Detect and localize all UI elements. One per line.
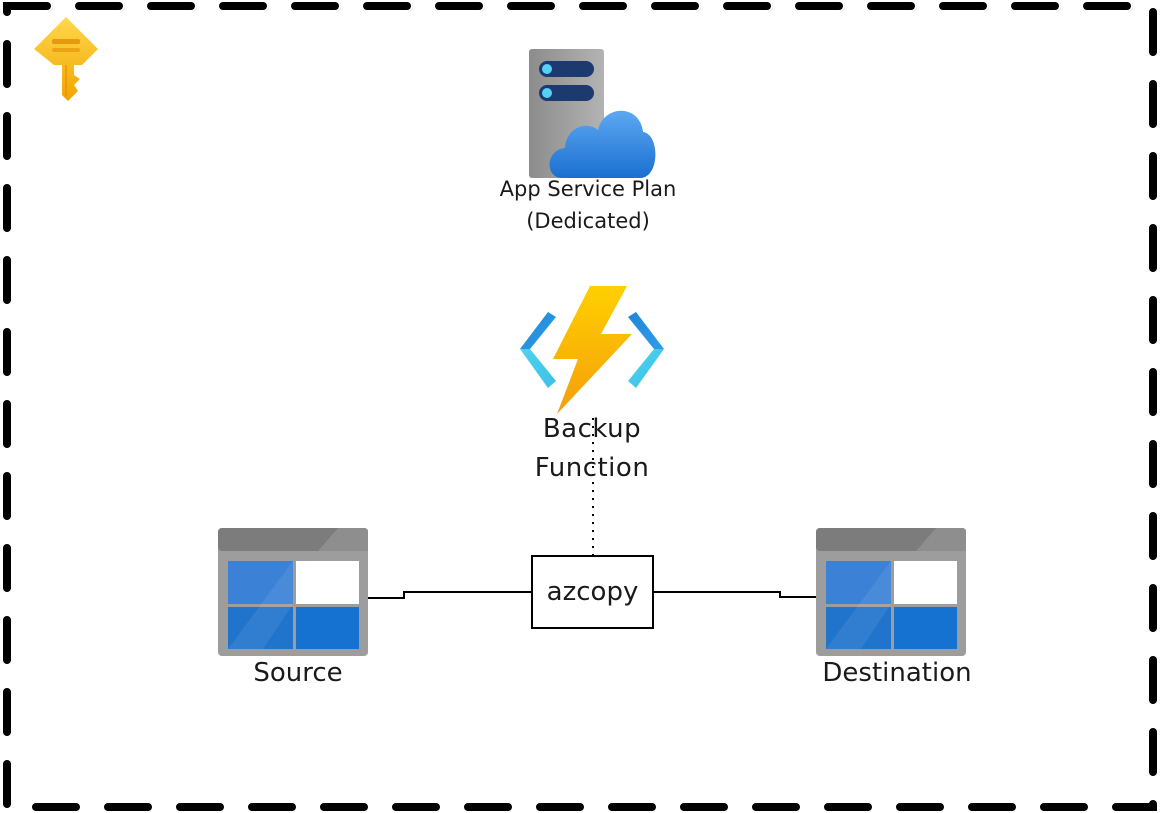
function-app-icon bbox=[520, 286, 664, 414]
destination-label: Destination bbox=[822, 658, 972, 688]
edge-source-to-azcopy bbox=[368, 591, 532, 599]
app-service-plan-label-line-2: (Dedicated) bbox=[526, 209, 650, 233]
backup-function-label: Backup Function bbox=[492, 410, 692, 488]
destination-storage-icon bbox=[816, 528, 966, 656]
azcopy-label: azcopy bbox=[546, 577, 639, 607]
app-service-plan-label: App Service Plan (Dedicated) bbox=[468, 173, 708, 237]
source-storage-icon bbox=[218, 528, 368, 656]
app-service-plan-icon bbox=[529, 49, 656, 178]
backup-function-label-line-1: Backup bbox=[542, 414, 642, 444]
key-icon bbox=[34, 17, 98, 101]
app-service-plan-label-line-1: App Service Plan bbox=[499, 177, 677, 201]
backup-function-label-line-2: Function bbox=[534, 453, 650, 483]
source-label: Source bbox=[253, 658, 343, 688]
boundary-dashed-border bbox=[3, 2, 1157, 811]
edge-azcopy-to-destination bbox=[653, 591, 817, 598]
azcopy-box bbox=[531, 555, 654, 629]
